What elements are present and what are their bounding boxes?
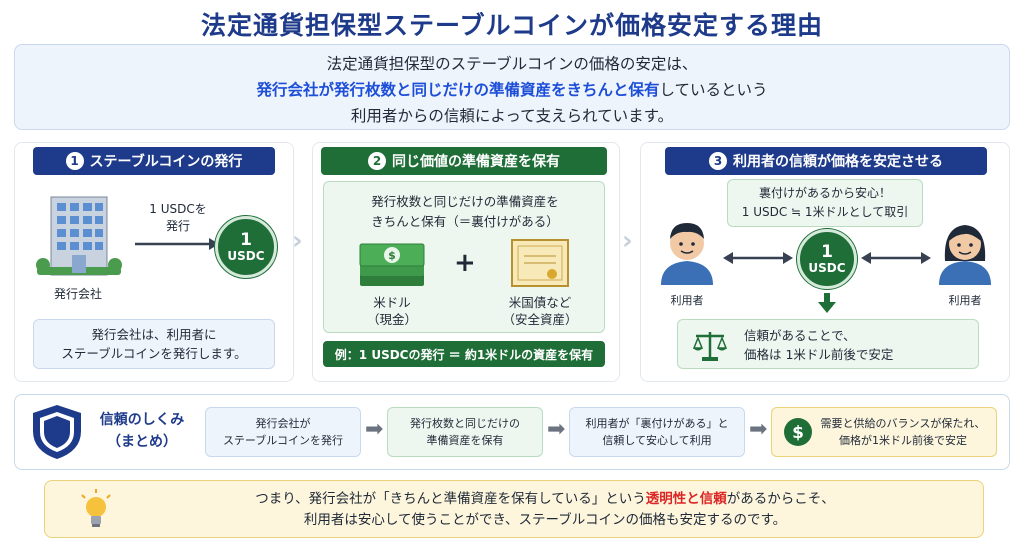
coin-unit: USDC xyxy=(808,260,846,275)
summary-label-1: 信頼のしくみ xyxy=(99,412,185,428)
summary-flow-3: 利用者が「裏付けがある」と 信頼して安心して利用 xyxy=(569,407,745,457)
summary-flow-3-b: 信頼して安心して利用 xyxy=(602,434,712,447)
summary-flow-1-a: 発行会社が xyxy=(255,417,311,430)
trust-bubble: 裏付けがあるから安心！ 1 USDC ≒ 1米ドルとして取引 xyxy=(727,179,923,227)
user-right-label: 利用者 xyxy=(948,294,982,307)
stability-result-text: 信頼があることで、 価格は 1米ドル前後で安定 xyxy=(744,326,970,364)
step-3-header: 3 利用者の信頼が価格を安定させる xyxy=(665,147,987,175)
asset-cash-label-a: 米ドル xyxy=(373,295,411,310)
right-arrow-icon xyxy=(135,238,219,250)
cash-stack-icon: $ xyxy=(359,243,425,286)
bond-certificate-icon xyxy=(511,239,569,287)
step-2-header: 2 同じ価値の準備資産を保有 xyxy=(321,147,607,175)
user-female-icon xyxy=(939,225,991,285)
intro-line-2-rest: しているという xyxy=(659,81,768,99)
summary-flow-4-b: 価格が1米ドル前後で安定 xyxy=(838,434,967,447)
step-1-panel: 1 ステーブルコインの発行 発行会社 1 USDCを 発行 1 USDC 発行会… xyxy=(14,142,294,382)
asset-cash-label-b: （現金） xyxy=(366,312,417,327)
coin-unit: USDC xyxy=(227,248,265,263)
asset-bond-label-b: （安全資産） xyxy=(502,312,578,327)
issuer-label: 発行会社 xyxy=(53,287,102,301)
stability-result-1: 信頼があることで、 xyxy=(744,328,856,343)
chevron-right-icon: › xyxy=(292,226,303,256)
plus-sign: + xyxy=(454,248,476,278)
summary-flow-2: 発行枚数と同じだけの 準備資産を保有 xyxy=(387,407,543,457)
reserve-desc-1: 発行枚数と同じだけの準備資産を xyxy=(371,194,559,209)
stability-result-2: 価格は 1米ドル前後で安定 xyxy=(744,347,894,362)
conclusion-line-1-pre: つまり、発行会社が「きちんと準備資産を保有している」という xyxy=(255,491,646,507)
reserve-box: 発行枚数と同じだけの準備資産を きちんと保有（＝裏付けがある） $ + 米ドル … xyxy=(323,181,605,333)
step-1-note-2: ステーブルコインを発行します。 xyxy=(61,346,247,361)
flow-arrow-icon: ➡ xyxy=(547,417,566,442)
step-2-panel: 2 同じ価値の準備資産を保有 発行枚数と同じだけの準備資産を きちんと保有（＝裏… xyxy=(312,142,620,382)
chevron-right-icon: › xyxy=(622,226,633,256)
stability-result-box: 信頼があることで、 価格は 1米ドル前後で安定 xyxy=(677,319,979,369)
coin-value: 1 xyxy=(821,241,833,262)
summary-flow-1-b: ステーブルコインを発行 xyxy=(222,434,344,447)
summary-label: 信頼のしくみ （まとめ） xyxy=(87,409,197,453)
summary-bar: 信頼のしくみ （まとめ） 発行会社が ステーブルコインを発行 ➡ 発行枚数と同じ… xyxy=(14,394,1010,470)
lightbulb-icon xyxy=(81,489,111,527)
trust-bubble-1: 裏付けがあるから安心！ xyxy=(758,186,891,200)
page-title: 法定通貨担保型ステーブルコインが価格安定する理由 xyxy=(200,11,823,40)
step-1-header: 1 ステーブルコインの発行 xyxy=(33,147,275,175)
issue-arrow-label-2: 発行 xyxy=(165,219,190,233)
svg-text:$: $ xyxy=(388,249,396,262)
step-1-note: 発行会社は、利用者に ステーブルコインを発行します。 xyxy=(33,319,275,369)
summary-flow-2-b: 準備資産を保有 xyxy=(426,434,504,447)
intro-line-2: 発行会社が発行枚数と同じだけの準備資産をきちんと保有しているという xyxy=(15,77,1009,103)
conclusion-line-1-post: があるからこそ、 xyxy=(726,491,835,507)
reserve-desc-2: きちんと保有（＝裏付けがある） xyxy=(371,214,559,229)
conclusion-line-2: 利用者は安心して使うことができ、ステーブルコインの価格も安定するのです。 xyxy=(303,512,787,528)
asset-bond-label: 米国債など （安全資産） xyxy=(494,294,586,328)
step-3-number: 3 xyxy=(709,152,727,170)
conclusion-box: つまり、発行会社が「きちんと準備資産を保有している」という透明性と信頼があるから… xyxy=(44,480,984,538)
trust-bubble-2: 1 USDC ≒ 1米ドルとして取引 xyxy=(741,205,909,219)
step-3-title: 利用者の信頼が価格を安定させる xyxy=(733,154,943,170)
step-2-number: 2 xyxy=(368,152,386,170)
conclusion-highlight: 透明性と信頼 xyxy=(645,491,727,507)
coin-value: 1 xyxy=(240,229,252,250)
issue-arrow-label: 1 USDCを 発行 xyxy=(133,201,223,235)
office-building-icon xyxy=(36,196,122,276)
down-arrow-icon xyxy=(818,293,836,313)
flow-arrow-icon: ➡ xyxy=(365,417,384,442)
intro-line-3: 利用者からの信頼によって支えられています。 xyxy=(350,107,674,125)
summary-flow-3-a: 利用者が「裏付けがある」と xyxy=(585,417,729,430)
step-2-title: 同じ価値の準備資産を保有 xyxy=(392,154,560,170)
flow-arrow-icon: ➡ xyxy=(749,417,768,442)
asset-cash-label: 米ドル （現金） xyxy=(352,294,432,328)
user-left-label: 利用者 xyxy=(670,294,704,307)
issue-arrow-label-1: 1 USDCを xyxy=(149,202,207,216)
step-1-note-1: 発行会社は、利用者に xyxy=(91,327,217,342)
balance-scale-icon xyxy=(692,332,728,361)
summary-flow-4-a: 需要と供給のバランスが保たれ、 xyxy=(820,417,986,430)
usdc-coin-icon: 1 USDC xyxy=(215,216,277,278)
svg-text:$: $ xyxy=(792,423,804,443)
user-male-icon xyxy=(661,223,713,285)
intro-box: 法定通貨担保型のステーブルコインの価格の安定は、 発行会社が発行枚数と同じだけの… xyxy=(14,44,1010,130)
shield-icon xyxy=(33,405,81,459)
step-3-panel: 3 利用者の信頼が価格を安定させる 裏付けがあるから安心！ 1 USDC ≒ 1… xyxy=(640,142,1010,382)
conclusion-text: つまり、発行会社が「きちんと準備資産を保有している」という透明性と信頼があるから… xyxy=(125,489,965,531)
intro-line-1: 法定通貨担保型のステーブルコインの価格の安定は、 xyxy=(326,55,698,73)
step-1-number: 1 xyxy=(65,152,84,170)
double-arrow-icon xyxy=(861,252,931,264)
step-1-title: ステーブルコインの発行 xyxy=(89,154,243,170)
dollar-coin-icon: $ xyxy=(783,418,812,446)
summary-flow-2-a: 発行枚数と同じだけの xyxy=(410,417,520,430)
reserve-desc: 発行枚数と同じだけの準備資産を きちんと保有（＝裏付けがある） xyxy=(324,192,606,232)
conclusion-line-1: つまり、発行会社が「きちんと準備資産を保有している」という透明性と信頼があるから… xyxy=(125,489,965,510)
intro-highlight: 発行会社が発行枚数と同じだけの準備資産をきちんと保有 xyxy=(256,81,660,99)
summary-flow-1: 発行会社が ステーブルコインを発行 xyxy=(205,407,361,457)
double-arrow-icon xyxy=(723,252,793,264)
usdc-coin-icon: 1 USDC xyxy=(797,229,857,289)
summary-flow-4: $ 需要と供給のバランスが保たれ、 価格が1米ドル前後で安定 xyxy=(771,407,997,457)
asset-bond-label-a: 米国債など xyxy=(508,295,572,310)
example-banner: 例：1 USDCの発行 ＝ 約1米ドルの資産を保有 xyxy=(323,341,605,367)
summary-label-2: （まとめ） xyxy=(107,434,177,450)
